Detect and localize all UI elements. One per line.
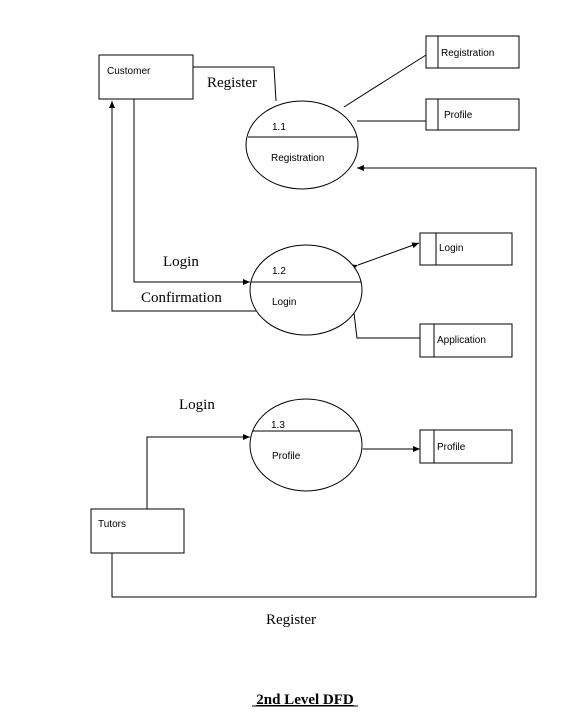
flow-label-register-bottom: Register bbox=[266, 612, 316, 628]
store-profile-bottom: Profile bbox=[419, 429, 513, 464]
entity-tutors: Tutors bbox=[90, 508, 185, 554]
flow-label-confirmation: Confirmation bbox=[141, 290, 222, 306]
process-1-3-name: Profile bbox=[272, 451, 301, 462]
flow-login-customer bbox=[133, 99, 250, 285]
store-profile-bottom-label: Profile bbox=[437, 442, 466, 453]
flow-label-login-mid: Login bbox=[163, 254, 199, 270]
flow-login-tutors bbox=[146, 434, 250, 509]
store-profile-top: Profile bbox=[425, 98, 520, 131]
flow-to-registration-store bbox=[343, 54, 427, 108]
entity-customer: Customer bbox=[98, 54, 194, 100]
flow-lines bbox=[109, 54, 537, 598]
diagram-title: 2nd Level DFD bbox=[256, 692, 354, 708]
store-registration-label: Registration bbox=[441, 48, 494, 59]
store-registration: Registration bbox=[425, 35, 520, 69]
flow-application-store bbox=[353, 312, 420, 339]
process-1-2-number: 1.2 bbox=[272, 266, 286, 277]
flow-register-tutors bbox=[111, 165, 537, 598]
flow-confirmation bbox=[109, 101, 256, 312]
store-login-label: Login bbox=[439, 243, 463, 254]
flow-login-store bbox=[350, 242, 420, 271]
entity-tutors-label: Tutors bbox=[98, 519, 126, 530]
process-1-2-name: Login bbox=[272, 297, 296, 308]
process-1-1: 1.1 Registration bbox=[245, 100, 359, 190]
process-1-3: 1.3 Profile bbox=[249, 398, 363, 492]
flow-label-register-top: Register bbox=[207, 75, 257, 91]
store-application-label: Application bbox=[437, 335, 486, 346]
flow-label-login-low: Login bbox=[179, 397, 215, 413]
store-application: Application bbox=[419, 323, 513, 358]
store-login: Login bbox=[419, 232, 513, 266]
process-1-1-name: Registration bbox=[271, 153, 324, 164]
process-1-2: 1.2 Login bbox=[249, 244, 363, 336]
process-1-1-number: 1.1 bbox=[272, 122, 286, 133]
store-profile-top-label: Profile bbox=[444, 110, 473, 121]
entity-customer-label: Customer bbox=[107, 66, 151, 77]
flow-register-customer bbox=[193, 66, 277, 102]
process-1-3-number: 1.3 bbox=[271, 420, 285, 431]
